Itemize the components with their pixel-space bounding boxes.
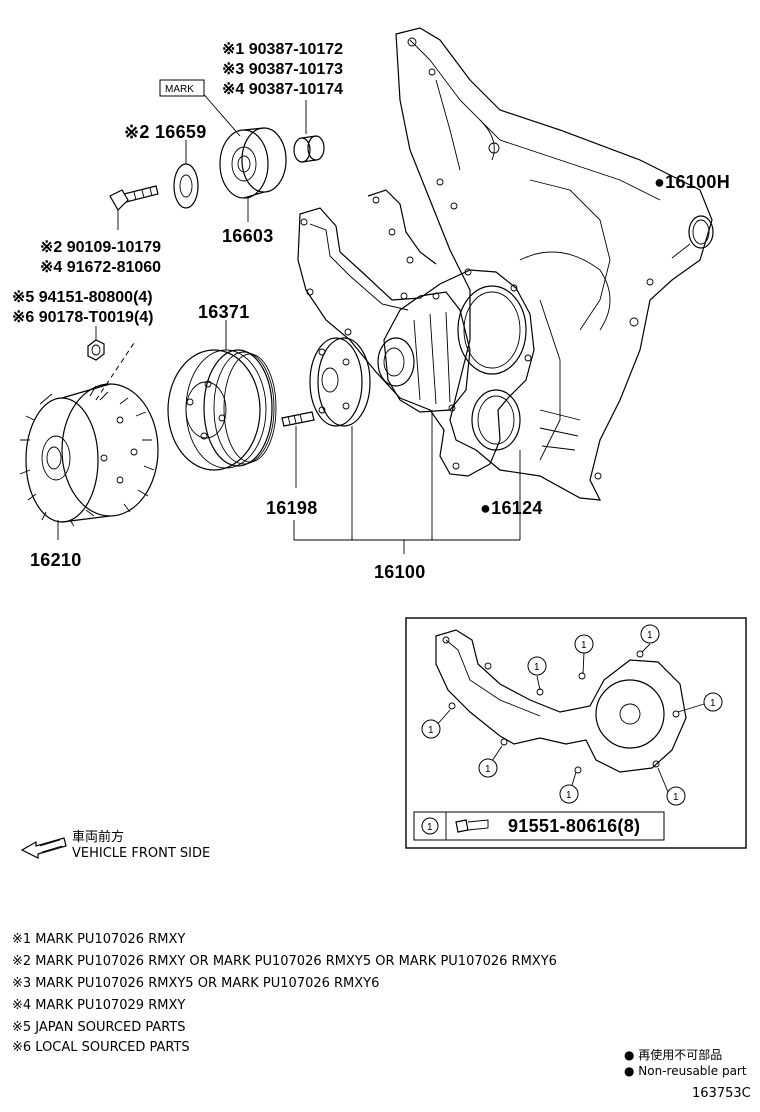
marker-num: 1 — [534, 662, 540, 673]
note-6: ※6 LOCAL SOURCED PARTS — [12, 1040, 190, 1055]
oil-seal-16100H — [671, 215, 714, 259]
marker-num: 1 — [485, 764, 491, 775]
marker-num: 1 — [566, 790, 572, 801]
label-16124: ●16124 — [480, 498, 543, 518]
marker-num: 1 — [428, 725, 434, 736]
cap-part-3: ※3 90387-10173 — [222, 61, 343, 78]
legend-en: ● Non-reusable part — [624, 1064, 747, 1078]
water-pump-gasket — [297, 189, 535, 477]
marker-num: 1 — [673, 792, 679, 803]
label-16603: 16603 — [222, 226, 274, 246]
timing-cover-outline — [395, 27, 713, 501]
bolt-part-2: ※2 90109-10179 — [40, 239, 161, 256]
direction-en: VEHICLE FRONT SIDE — [72, 846, 211, 861]
note-2: ※2 MARK PU107026 RMXY OR MARK PU107026 R… — [12, 954, 557, 969]
mark-box — [159, 79, 205, 97]
nut-part-5: ※5 94151-80800(4) — [12, 289, 153, 306]
mark-label: MARK — [165, 84, 194, 95]
legend-part-number: 91551-80616(8) — [508, 816, 640, 836]
nut-94151 — [87, 339, 105, 361]
idler-pulley-16603 — [199, 89, 287, 222]
legend-jp: ● 再使用不可部品 — [624, 1048, 723, 1062]
washer-16659 — [173, 140, 199, 209]
bolt-part-4: ※4 91672-81060 — [40, 259, 161, 276]
label-16198: 16198 — [266, 498, 318, 518]
label-16371: 16371 — [198, 302, 250, 322]
marker-num: 1 — [710, 698, 716, 709]
nut-part-6: ※6 90178-T0019(4) — [12, 309, 154, 326]
stud-16198 — [281, 411, 315, 427]
cap-part-4: ※4 90387-10174 — [222, 81, 343, 98]
note-1: ※1 MARK PU107026 RMXY — [12, 932, 186, 947]
note-4: ※4 MARK PU107029 RMXY — [12, 998, 186, 1013]
label-16210: 16210 — [30, 550, 82, 570]
cap-part-1: ※1 90387-10172 — [222, 41, 343, 58]
note-3: ※3 MARK PU107026 RMXY5 OR MARK PU107026 … — [12, 976, 380, 991]
inset-bolt-markers: 1 1 1 1 1 1 1 1 — [421, 624, 723, 806]
direction-jp: 車両前方 — [72, 830, 125, 845]
pump-hub-flange — [309, 337, 371, 427]
label-16659: ※2 16659 — [124, 122, 207, 142]
label-16100H: ●16100H — [654, 172, 730, 192]
marker-num: 1 — [647, 630, 653, 641]
fan-clutch-16210 — [19, 339, 159, 527]
note-5: ※5 JAPAN SOURCED PARTS — [12, 1020, 186, 1035]
inset-legend: 1 91551-80616(8) — [413, 811, 665, 841]
pulley-16371 — [167, 349, 277, 471]
water-pump — [377, 291, 471, 413]
legend-marker-num: 1 — [427, 822, 433, 833]
leader-lines — [57, 320, 521, 554]
marker-num: 1 — [581, 640, 587, 651]
figure-id: 163753C — [692, 1086, 751, 1101]
vehicle-front-arrow-icon — [20, 837, 67, 859]
label-16100: 16100 — [374, 562, 426, 582]
dust-cap-90387 — [293, 100, 325, 163]
inset-detail — [405, 617, 747, 849]
bolt-90109 — [109, 185, 159, 230]
